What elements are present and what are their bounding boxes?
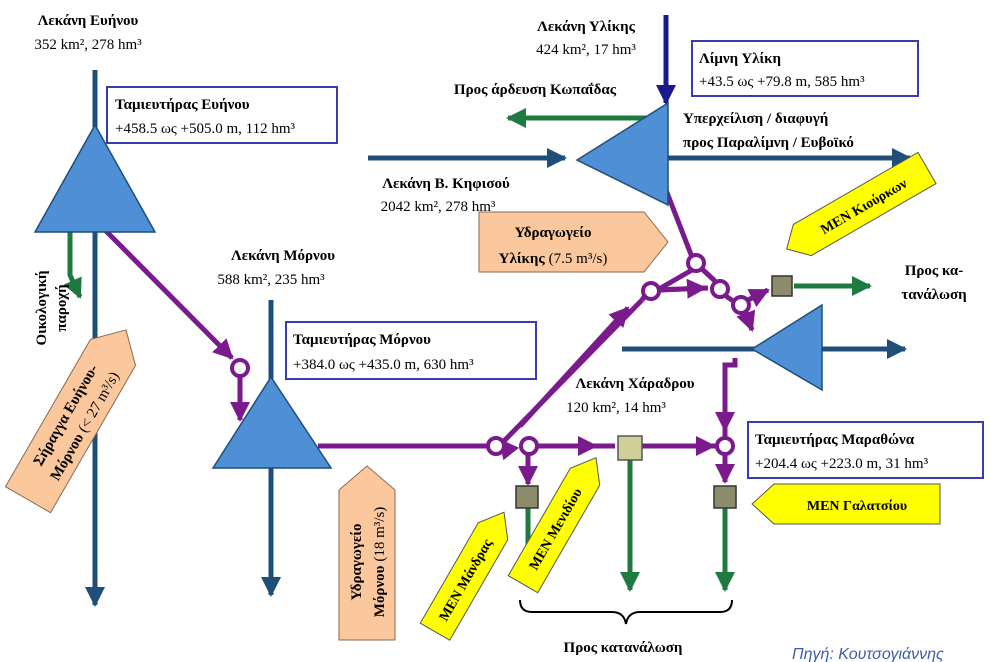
- yliki-lake-box: Λίμνη Υλίκη +43.5 ως +79.8 m, 585 hm³: [691, 40, 919, 97]
- evinos-reservoir-box: Ταμιευτήρας Ευήνου +458.5 ως +505.0 m, 1…: [106, 86, 338, 144]
- mornos-aqueduct-name: Μόρνου: [372, 565, 388, 617]
- mornos-aqueduct-flow: Μόρνου (18 m³/s): [372, 507, 388, 618]
- mornos-aqueduct-rate: (18 m³/s): [372, 507, 388, 562]
- ylikis-basin-stats: 424 km², 17 hm³: [536, 42, 636, 58]
- galatsi-plant-label: ΜΕΝ Γαλατσίου: [807, 499, 907, 514]
- charadros-basin-name: Λεκάνη Χάραδρου: [575, 376, 694, 392]
- eco-flow-label-line1: Οικολογική: [34, 270, 50, 345]
- aqueduct-junctions: [230, 253, 751, 456]
- ylikis-basin-name: Λεκάνη Υλίκης: [537, 19, 636, 35]
- galatsi-plant-callout: ΜΕΝ Γαλατσίου: [751, 483, 941, 525]
- overflow-label-line1: Υπερχείλιση / διαφυγή: [683, 111, 828, 127]
- eco-flow-label-line2: παροχή: [54, 284, 70, 331]
- consumption-right-line1: Προς κα-: [905, 263, 964, 279]
- yliki-aqueduct-title: Υδραγωγείο: [515, 225, 592, 241]
- junction-node: [710, 279, 730, 299]
- junction-node: [486, 436, 506, 456]
- yliki-lake-triangle: [575, 101, 669, 207]
- galatsi-plant-box: [713, 485, 737, 509]
- treatment-boxes: [515, 275, 793, 509]
- junction-node: [715, 436, 735, 456]
- marathon-reservoir-triangle: [750, 303, 823, 392]
- mornos-basin-name: Λεκάνη Μόρνου: [231, 248, 335, 264]
- kiourka-plant-box: [771, 275, 793, 297]
- evinos-reservoir-name: Ταμιευτήρας Ευήνου: [115, 97, 250, 113]
- evinos-reservoir-triangle: [33, 123, 157, 233]
- junction-node: [686, 253, 706, 273]
- menidi-plant-callout: ΜΕΝ Μενιδίου: [507, 457, 601, 594]
- kopais-irrigation-label: Προς άρδευση Κωπαΐδας: [454, 82, 617, 98]
- mandra-plant-box: [515, 485, 539, 509]
- yliki-aqueduct-flow: Υλίκης(7.5 m³/s): [499, 251, 608, 267]
- consumption-brace: [519, 599, 733, 625]
- junction-node: [519, 436, 539, 456]
- yliki-lake-stats: +43.5 ως +79.8 m, 585 hm³: [699, 74, 865, 90]
- yliki-lake-name: Λίμνη Υλίκη: [699, 51, 781, 67]
- mandra-plant-callout: ΜΕΝ Μάνδρας: [419, 511, 509, 641]
- source-credit: Πηγή: Κουτσογιάννης: [792, 646, 944, 662]
- eco-flow-arrow: [63, 232, 83, 299]
- charadros-basin-stats: 120 km², 14 hm³: [566, 400, 666, 416]
- tunnel-callout: Σήραγγα Ευήνου- Μόρνου(< 27 m³/s): [4, 329, 137, 514]
- junction-node: [731, 295, 751, 315]
- marathon-reservoir-name: Ταμιευτήρας Μαραθώνα: [755, 432, 915, 448]
- mornos-reservoir-box: Ταμιευτήρας Μόρνου +384.0 ως +435.0 m, 6…: [285, 321, 537, 380]
- kiourka-plant-callout: ΜΕΝ Κιούρκων: [786, 151, 937, 257]
- marathon-reservoir-box: Ταμιευτήρας Μαραθώνα +204.4 ως +223.0 m,…: [747, 421, 984, 479]
- overflow-label-line2: προς Παραλίμνη / Ευβοϊκό: [683, 135, 854, 151]
- mornos-reservoir-stats: +384.0 ως +435.0 m, 630 hm³: [293, 357, 474, 373]
- mornos-reservoir-triangle: [211, 375, 333, 469]
- yliki-aqueduct-name: Υλίκης: [499, 251, 546, 267]
- mornos-basin-stats: 588 km², 235 hm³: [217, 272, 325, 288]
- menidi-node-box: [617, 435, 643, 461]
- aqueduct-lines: [103, 189, 770, 486]
- consumption-bottom-label: Προς κατανάλωση: [564, 640, 683, 656]
- yliki-aqueduct-rate: (7.5 m³/s): [549, 251, 608, 267]
- kifisos-basin-name: Λεκάνη Β. Κηφισού: [382, 176, 510, 192]
- tunnel-evinos-mornos: [103, 228, 234, 360]
- yliki-aqueduct-callout: Υδραγωγείο Υλίκης(7.5 m³/s): [478, 211, 669, 273]
- kifisos-basin-stats: 2042 km², 278 hm³: [381, 199, 496, 215]
- consumption-right-line2: τανάλωση: [901, 287, 966, 303]
- reservoir-shapes: [33, 101, 823, 469]
- evinos-basin-name: Λεκάνη Ευήνου: [38, 13, 139, 29]
- mornos-aqueduct-callout: Υδραγωγείο Μόρνου (18 m³/s): [338, 465, 396, 641]
- junction-node: [230, 358, 250, 378]
- evinos-basin-stats: 352 km², 278 hm³: [34, 37, 142, 53]
- mornos-reservoir-name: Ταμιευτήρας Μόρνου: [293, 332, 431, 348]
- evinos-reservoir-stats: +458.5 ως +505.0 m, 112 hm³: [115, 121, 296, 137]
- mornos-aqueduct-title: Υδραγωγείο: [349, 524, 365, 601]
- junction-node: [641, 281, 661, 301]
- marathon-reservoir-stats: +204.4 ως +223.0 m, 31 hm³: [755, 456, 929, 472]
